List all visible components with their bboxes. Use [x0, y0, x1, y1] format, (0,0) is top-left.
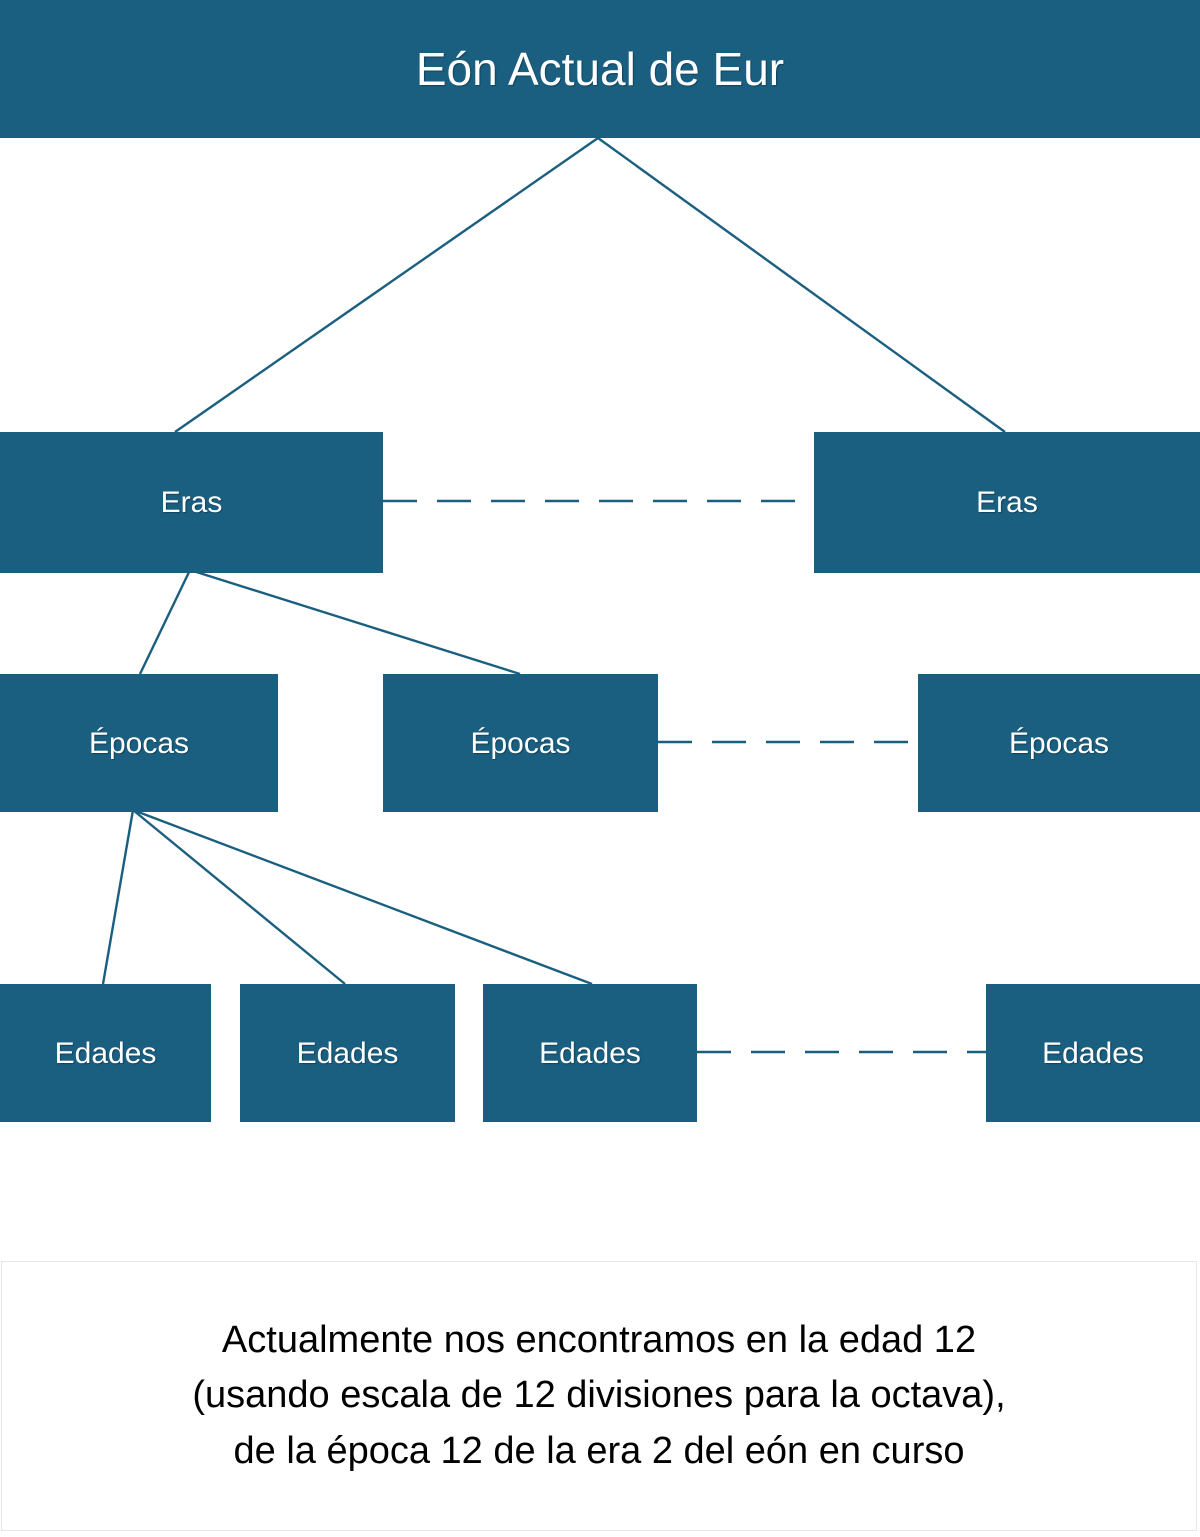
- connector-epoca-1-to-edad-1: [101, 809, 135, 985]
- node-edad-3[interactable]: Edades: [483, 984, 697, 1122]
- node-epoca-1-label: Épocas: [88, 726, 190, 760]
- node-epoca-3[interactable]: Épocas: [918, 674, 1200, 812]
- connector-title-to-era-2: [597, 137, 1006, 433]
- node-edad-2-label: Edades: [296, 1036, 399, 1070]
- node-edad-1-label: Edades: [54, 1036, 157, 1070]
- node-era-2-label: Eras: [976, 486, 1038, 519]
- connector-epoca-1-to-edad-2: [132, 809, 346, 985]
- node-edad-4-label: Edades: [1042, 1036, 1144, 1070]
- node-epoca-2-label: Épocas: [470, 726, 571, 760]
- node-eon-title[interactable]: Eón Actual de Eur: [0, 0, 1200, 138]
- connector-title-to-era-1: [174, 137, 599, 433]
- node-edad-4[interactable]: Edades: [986, 984, 1200, 1122]
- node-epoca-3-label: Épocas: [1008, 726, 1110, 760]
- caption-text: Actualmente nos encontramos en la edad 1…: [192, 1319, 1006, 1472]
- connector-era-1-to-epoca-2: [189, 568, 521, 676]
- node-epoca-1[interactable]: Épocas: [0, 674, 278, 812]
- node-era-2[interactable]: Eras: [814, 432, 1200, 573]
- node-edad-2[interactable]: Edades: [240, 984, 455, 1122]
- node-era-1[interactable]: Eras: [0, 432, 383, 573]
- caption-panel: Actualmente nos encontramos en la edad 1…: [1, 1261, 1197, 1531]
- node-epoca-2[interactable]: Épocas: [383, 674, 658, 812]
- connector-era-1-to-epoca-1: [138, 569, 192, 675]
- node-edad-3-label: Edades: [539, 1036, 641, 1070]
- connector-epoca-1-to-edad-3: [132, 808, 593, 986]
- node-eon-title-label: Eón Actual de Eur: [415, 42, 785, 95]
- node-era-1-label: Eras: [160, 486, 223, 519]
- node-edad-1[interactable]: Edades: [0, 984, 211, 1122]
